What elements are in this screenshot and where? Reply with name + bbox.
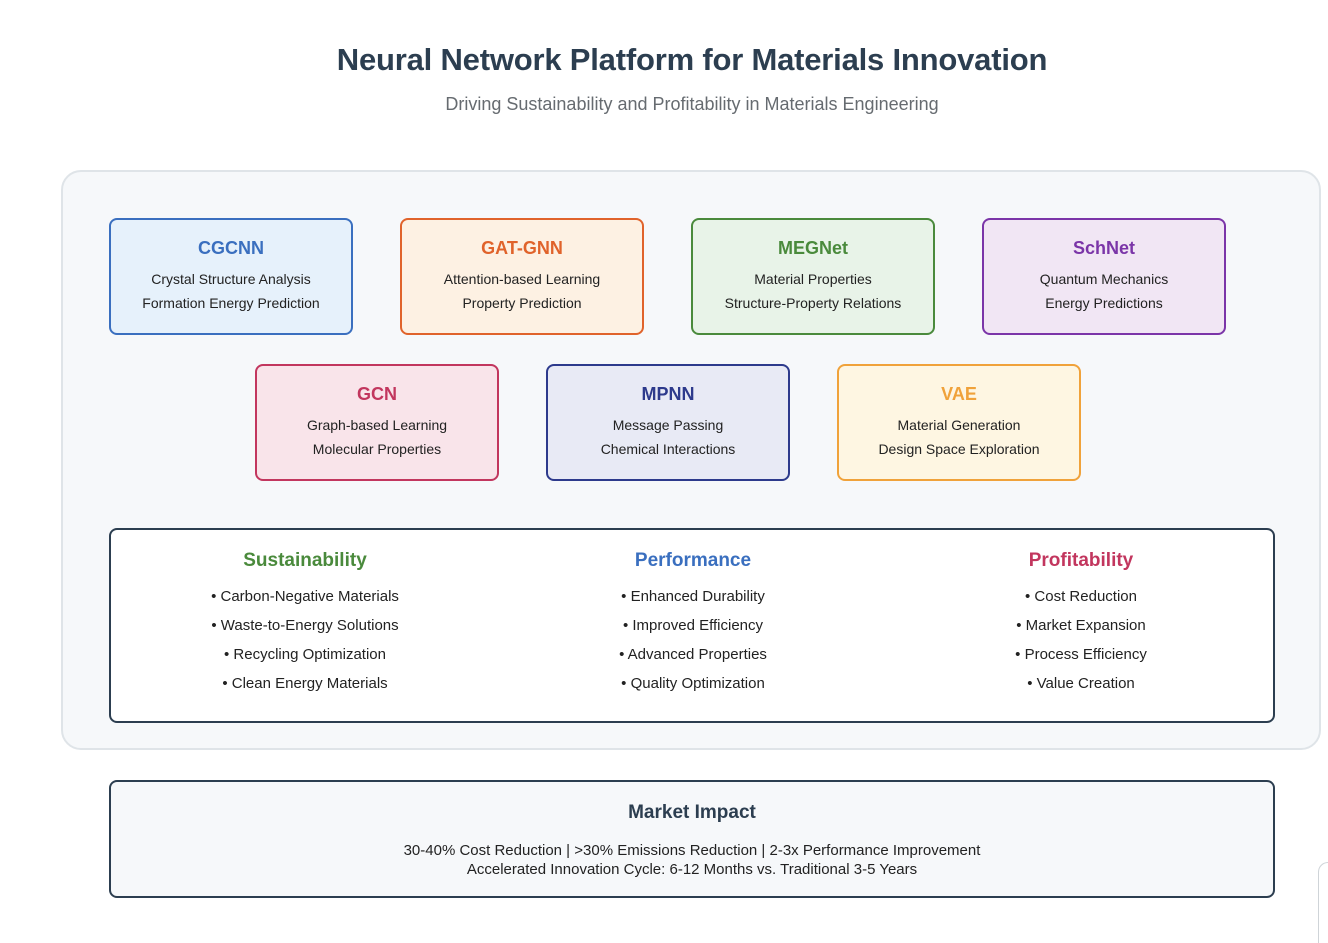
model-card-cgcnn: CGCNN Crystal Structure Analysis Formati…: [109, 218, 353, 335]
model-desc-line: Message Passing: [612, 417, 724, 433]
model-name: VAE: [941, 384, 977, 404]
model-desc-line: Formation Energy Prediction: [142, 295, 320, 311]
page-title: Neural Network Platform for Materials In…: [336, 42, 1048, 77]
benefit-item: Carbon-Negative Materials: [155, 588, 455, 617]
benefit-list: Carbon-Negative Materials Waste-to-Energ…: [155, 588, 455, 704]
benefit-column-performance: Performance Enhanced Durability Improved…: [543, 550, 843, 704]
model-desc-line: Graph-based Learning: [306, 417, 448, 433]
partial-panel-edge: [1318, 862, 1328, 943]
model-card-schnet: SchNet Quantum Mechanics Energy Predicti…: [982, 218, 1226, 335]
model-desc-line: Attention-based Learning: [443, 271, 601, 287]
benefit-item: Waste-to-Energy Solutions: [155, 617, 455, 646]
model-name: CGCNN: [198, 238, 264, 258]
model-card-vae: VAE Material Generation Design Space Exp…: [837, 364, 1081, 481]
market-impact-timeline: Accelerated Innovation Cycle: 6-12 Month…: [466, 861, 918, 878]
benefit-item: Enhanced Durability: [543, 588, 843, 617]
model-desc-line: Material Generation: [897, 417, 1021, 433]
model-desc-line: Molecular Properties: [312, 441, 442, 457]
model-card-gcn: GCN Graph-based Learning Molecular Prope…: [255, 364, 499, 481]
benefit-item: Improved Efficiency: [543, 617, 843, 646]
benefit-item: Process Efficiency: [931, 646, 1231, 675]
model-desc-line: Quantum Mechanics: [1039, 271, 1169, 287]
model-desc-line: Structure-Property Relations: [724, 295, 902, 311]
benefit-heading: Sustainability: [243, 550, 367, 571]
benefit-item: Clean Energy Materials: [155, 675, 455, 704]
benefit-item: Market Expansion: [931, 617, 1231, 646]
benefit-column-profitability: Profitability Cost Reduction Market Expa…: [931, 550, 1231, 704]
model-desc-line: Property Prediction: [462, 295, 582, 311]
benefit-column-sustainability: Sustainability Carbon-Negative Materials…: [155, 550, 455, 704]
model-name: GAT-GNN: [481, 238, 563, 258]
model-card-gat-gnn: GAT-GNN Attention-based Learning Propert…: [400, 218, 644, 335]
benefits-box: Sustainability Carbon-Negative Materials…: [109, 528, 1275, 723]
market-impact-metrics: 30-40% Cost Reduction | >30% Emissions R…: [403, 842, 981, 859]
benefit-item: Advanced Properties: [543, 646, 843, 675]
model-desc-line: Design Space Exploration: [878, 441, 1040, 457]
market-impact-box: Market Impact 30-40% Cost Reduction | >3…: [109, 780, 1275, 898]
benefit-list: Cost Reduction Market Expansion Process …: [931, 588, 1231, 704]
model-name: MPNN: [641, 384, 695, 404]
model-name: GCN: [357, 384, 397, 404]
model-card-mpnn: MPNN Message Passing Chemical Interactio…: [546, 364, 790, 481]
model-desc-line: Material Properties: [754, 271, 872, 287]
model-card-megnet: MEGNet Material Properties Structure-Pro…: [691, 218, 935, 335]
model-desc-line: Chemical Interactions: [600, 441, 736, 457]
benefit-item: Cost Reduction: [931, 588, 1231, 617]
benefit-item: Recycling Optimization: [155, 646, 455, 675]
benefit-heading: Profitability: [1028, 550, 1134, 571]
benefit-item: Value Creation: [931, 675, 1231, 704]
benefit-list: Enhanced Durability Improved Efficiency …: [543, 588, 843, 704]
model-name: MEGNet: [777, 238, 848, 258]
benefit-item: Quality Optimization: [543, 675, 843, 704]
model-desc-line: Crystal Structure Analysis: [151, 271, 311, 287]
page-subtitle: Driving Sustainability and Profitability…: [445, 94, 939, 114]
benefit-heading: Performance: [634, 550, 752, 571]
market-impact-title: Market Impact: [628, 802, 756, 823]
model-name: SchNet: [1072, 238, 1135, 258]
model-desc-line: Energy Predictions: [1045, 295, 1163, 311]
